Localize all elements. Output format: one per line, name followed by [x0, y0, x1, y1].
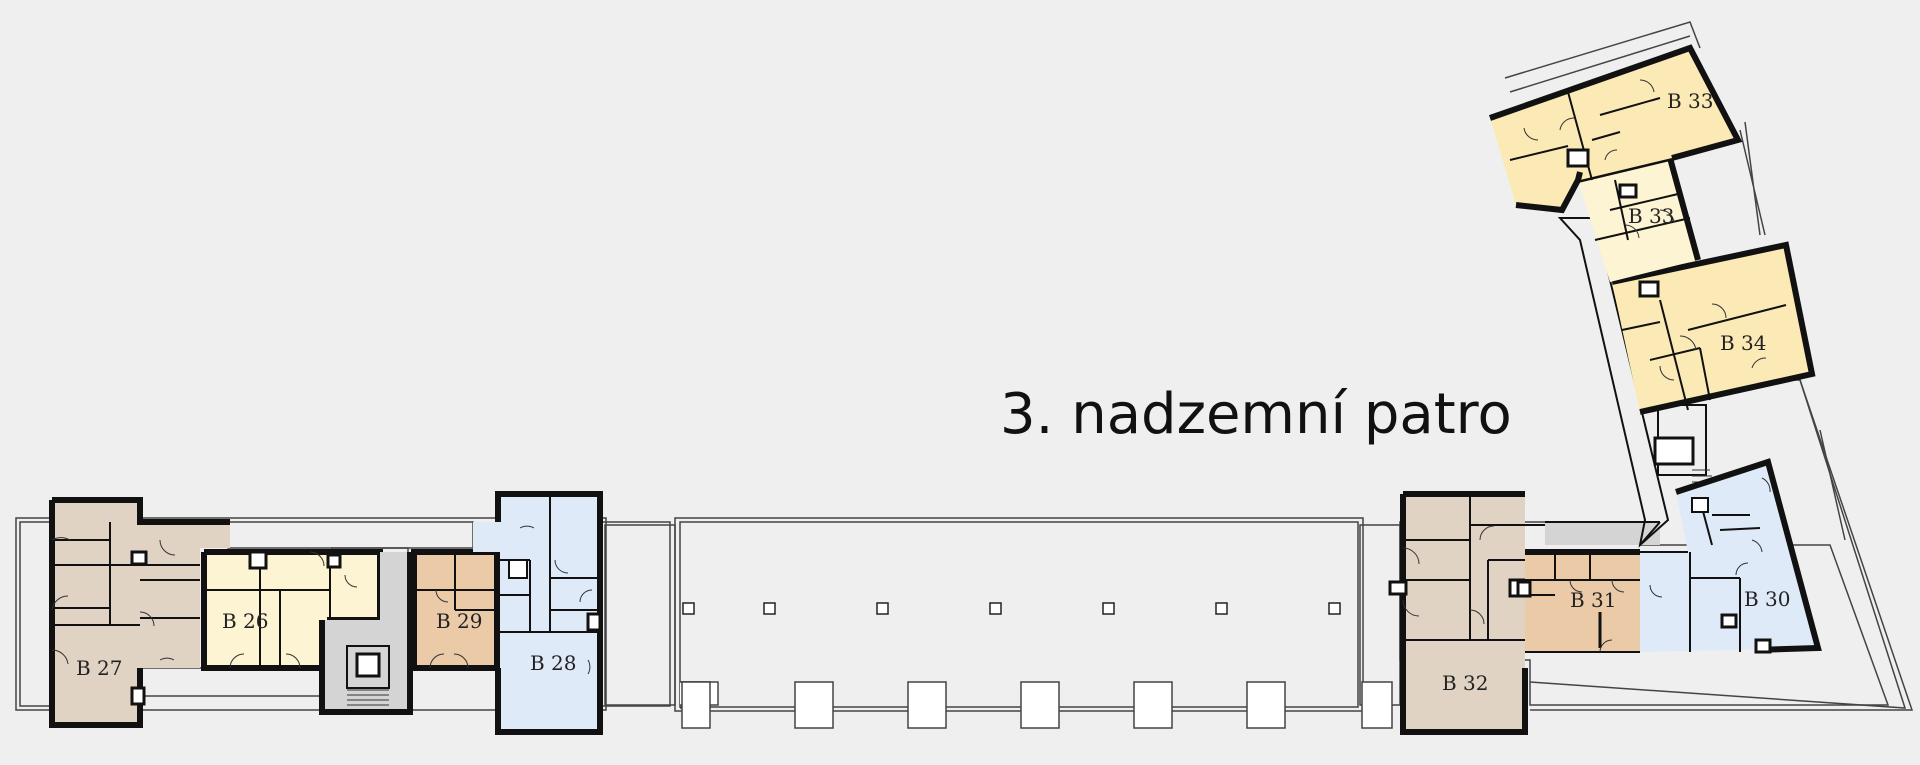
right-corridor [1399, 121, 1914, 711]
unit-label-b29: B 29 [436, 609, 483, 633]
unit-b28: B 28 [473, 491, 603, 735]
unit-label-b26: B 26 [222, 609, 269, 633]
unit-label-b31: B 31 [1570, 588, 1617, 612]
unit-label-b35: B 34 [1720, 331, 1767, 355]
unit-b31: B 31 [1516, 549, 1640, 653]
terrace-bays [680, 681, 1393, 729]
unit-label-b34: B 33 [1628, 204, 1675, 228]
unit-b30: B 30 [1640, 458, 1822, 654]
unit-b33: B 33 [1489, 21, 1743, 214]
unit-label-b28: B 28 [530, 651, 577, 675]
unit-b35: B 34 [1611, 241, 1816, 415]
unit-b26: B 26 [201, 549, 383, 671]
unit-label-b27: B 27 [76, 656, 123, 680]
unit-label-b32: B 32 [1442, 671, 1489, 695]
unit-b27: B 27 [49, 497, 230, 728]
unit-b34: B 33 [1577, 154, 1701, 282]
central-terrace [604, 517, 1401, 729]
unit-b32: B 32 [1388, 491, 1545, 735]
stair-core-left [319, 552, 413, 715]
floor-title: 3. nadzemní patro [1000, 382, 1512, 447]
unit-b29: B 29 [411, 549, 500, 671]
unit-label-b30: B 30 [1744, 587, 1791, 611]
unit-label-b33: B 33 [1667, 89, 1714, 113]
terrace-pillars [682, 602, 1341, 615]
